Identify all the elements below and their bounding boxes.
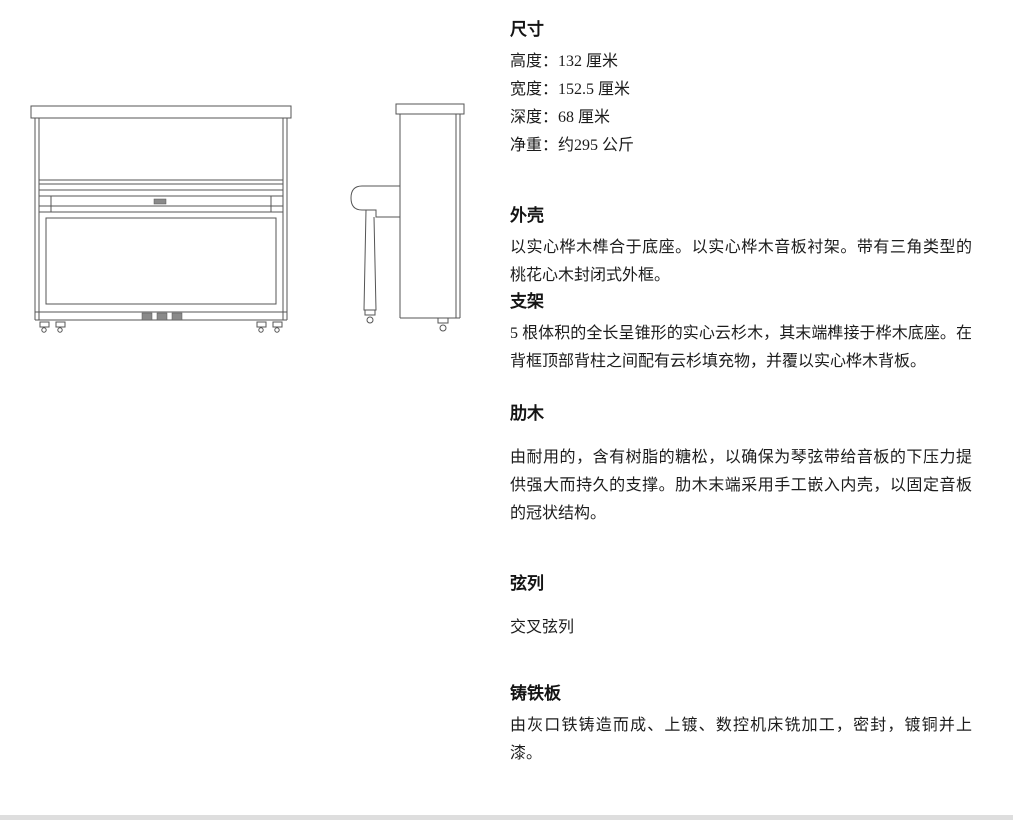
section-body-stringing: 交叉弦列 [510,619,575,636]
piano-front-view-drawing [30,105,292,333]
section-body-ribs: 由耐用的，含有树脂的糖松，以确保为琴弦带给音板的下压力提供强大而持久的支撑。肋木… [510,449,972,522]
pedal-right [171,312,183,321]
spec-column: 尺寸 高度：132 厘米 宽度：152.5 厘米 深度：68 厘米 净重：约29… [510,18,972,768]
piano-side-view-drawing [350,103,465,332]
section-heading-backposts: 支架 [510,292,544,311]
dimension-width: 宽度：152.5 厘米 [510,81,631,98]
spec-section-dimensions: 尺寸 高度：132 厘米 宽度：152.5 厘米 深度：68 厘米 净重：约29… [510,18,972,160]
spec-section-stringing: 弦列 交叉弦列 [510,572,972,642]
section-heading-dimensions: 尺寸 [510,20,544,39]
dimension-height: 高度：132 厘米 [510,53,619,70]
dimension-weight: 净重：约295 公斤 [510,137,635,154]
pedal-middle [156,312,168,321]
footer-divider [0,815,1013,820]
section-heading-plate: 铸铁板 [510,684,561,703]
spec-section-backposts: 支架 5 根体积的全长呈锥形的实心云杉木，其末端榫接于桦木底座。在背框顶部背柱之… [510,290,972,376]
section-body-cabinet: 以实心桦木榫合于底座。以实心桦木音板衬架。带有三角类型的桃花心木封闭式外框。 [510,239,972,284]
brand-emblem-mark [153,198,167,205]
spec-section-cabinet: 外壳 以实心桦木榫合于底座。以实心桦木音板衬架。带有三角类型的桃花心木封闭式外框… [510,204,972,290]
spec-section-ribs: 肋木 由耐用的，含有树脂的糖松，以确保为琴弦带给音板的下压力提供强大而持久的支撑… [510,402,972,528]
section-body-plate: 由灰口铁铸造而成、上镀、数控机床铣加工，密封，镀铜并上漆。 [510,717,972,762]
dimension-depth: 深度：68 厘米 [510,109,611,126]
pedal-left [141,312,153,321]
section-heading-stringing: 弦列 [510,574,544,593]
piano-diagrams [30,100,490,340]
section-body-backposts: 5 根体积的全长呈锥形的实心云杉木，其末端榫接于桦木底座。在背框顶部背柱之间配有… [510,325,972,370]
section-heading-cabinet: 外壳 [510,206,544,225]
section-heading-ribs: 肋木 [510,404,544,423]
spec-section-plate: 铸铁板 由灰口铁铸造而成、上镀、数控机床铣加工，密封，镀铜并上漆。 [510,682,972,768]
